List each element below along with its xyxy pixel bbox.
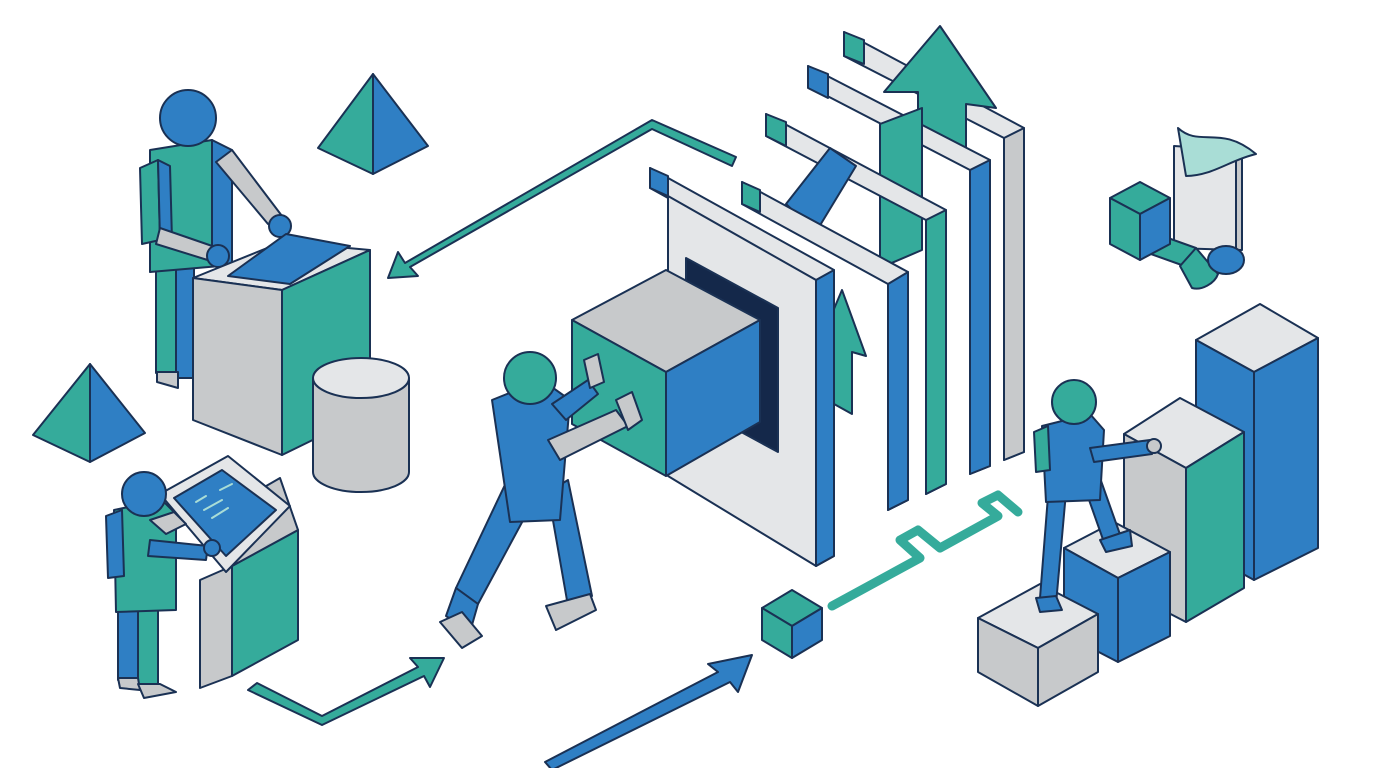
document-icon [765, 113, 947, 495]
document-icon [807, 65, 991, 475]
cube-icon [1109, 181, 1171, 261]
person-icon [1033, 379, 1162, 613]
document-icon [741, 181, 909, 511]
flow-arrow-bottom-center [544, 654, 753, 768]
block-bar-tall [1195, 303, 1319, 581]
flow-arrow-bottom-left [247, 657, 445, 726]
person-icon [139, 89, 292, 389]
flow-arrow-top [387, 119, 737, 279]
cube-icon [761, 589, 823, 659]
block-bar-low [977, 583, 1099, 707]
terminal-icon [173, 469, 277, 557]
document-icon [843, 31, 1025, 461]
person-icon [105, 471, 221, 699]
flow-arrow-bracket-right [827, 490, 1023, 611]
document-icon [1173, 127, 1257, 251]
person-icon [439, 351, 643, 649]
pyramid-icon [317, 73, 429, 175]
terminal-bottom-left [105, 455, 299, 699]
cylinder-icon [312, 357, 410, 493]
pyramid-icon [32, 363, 146, 463]
